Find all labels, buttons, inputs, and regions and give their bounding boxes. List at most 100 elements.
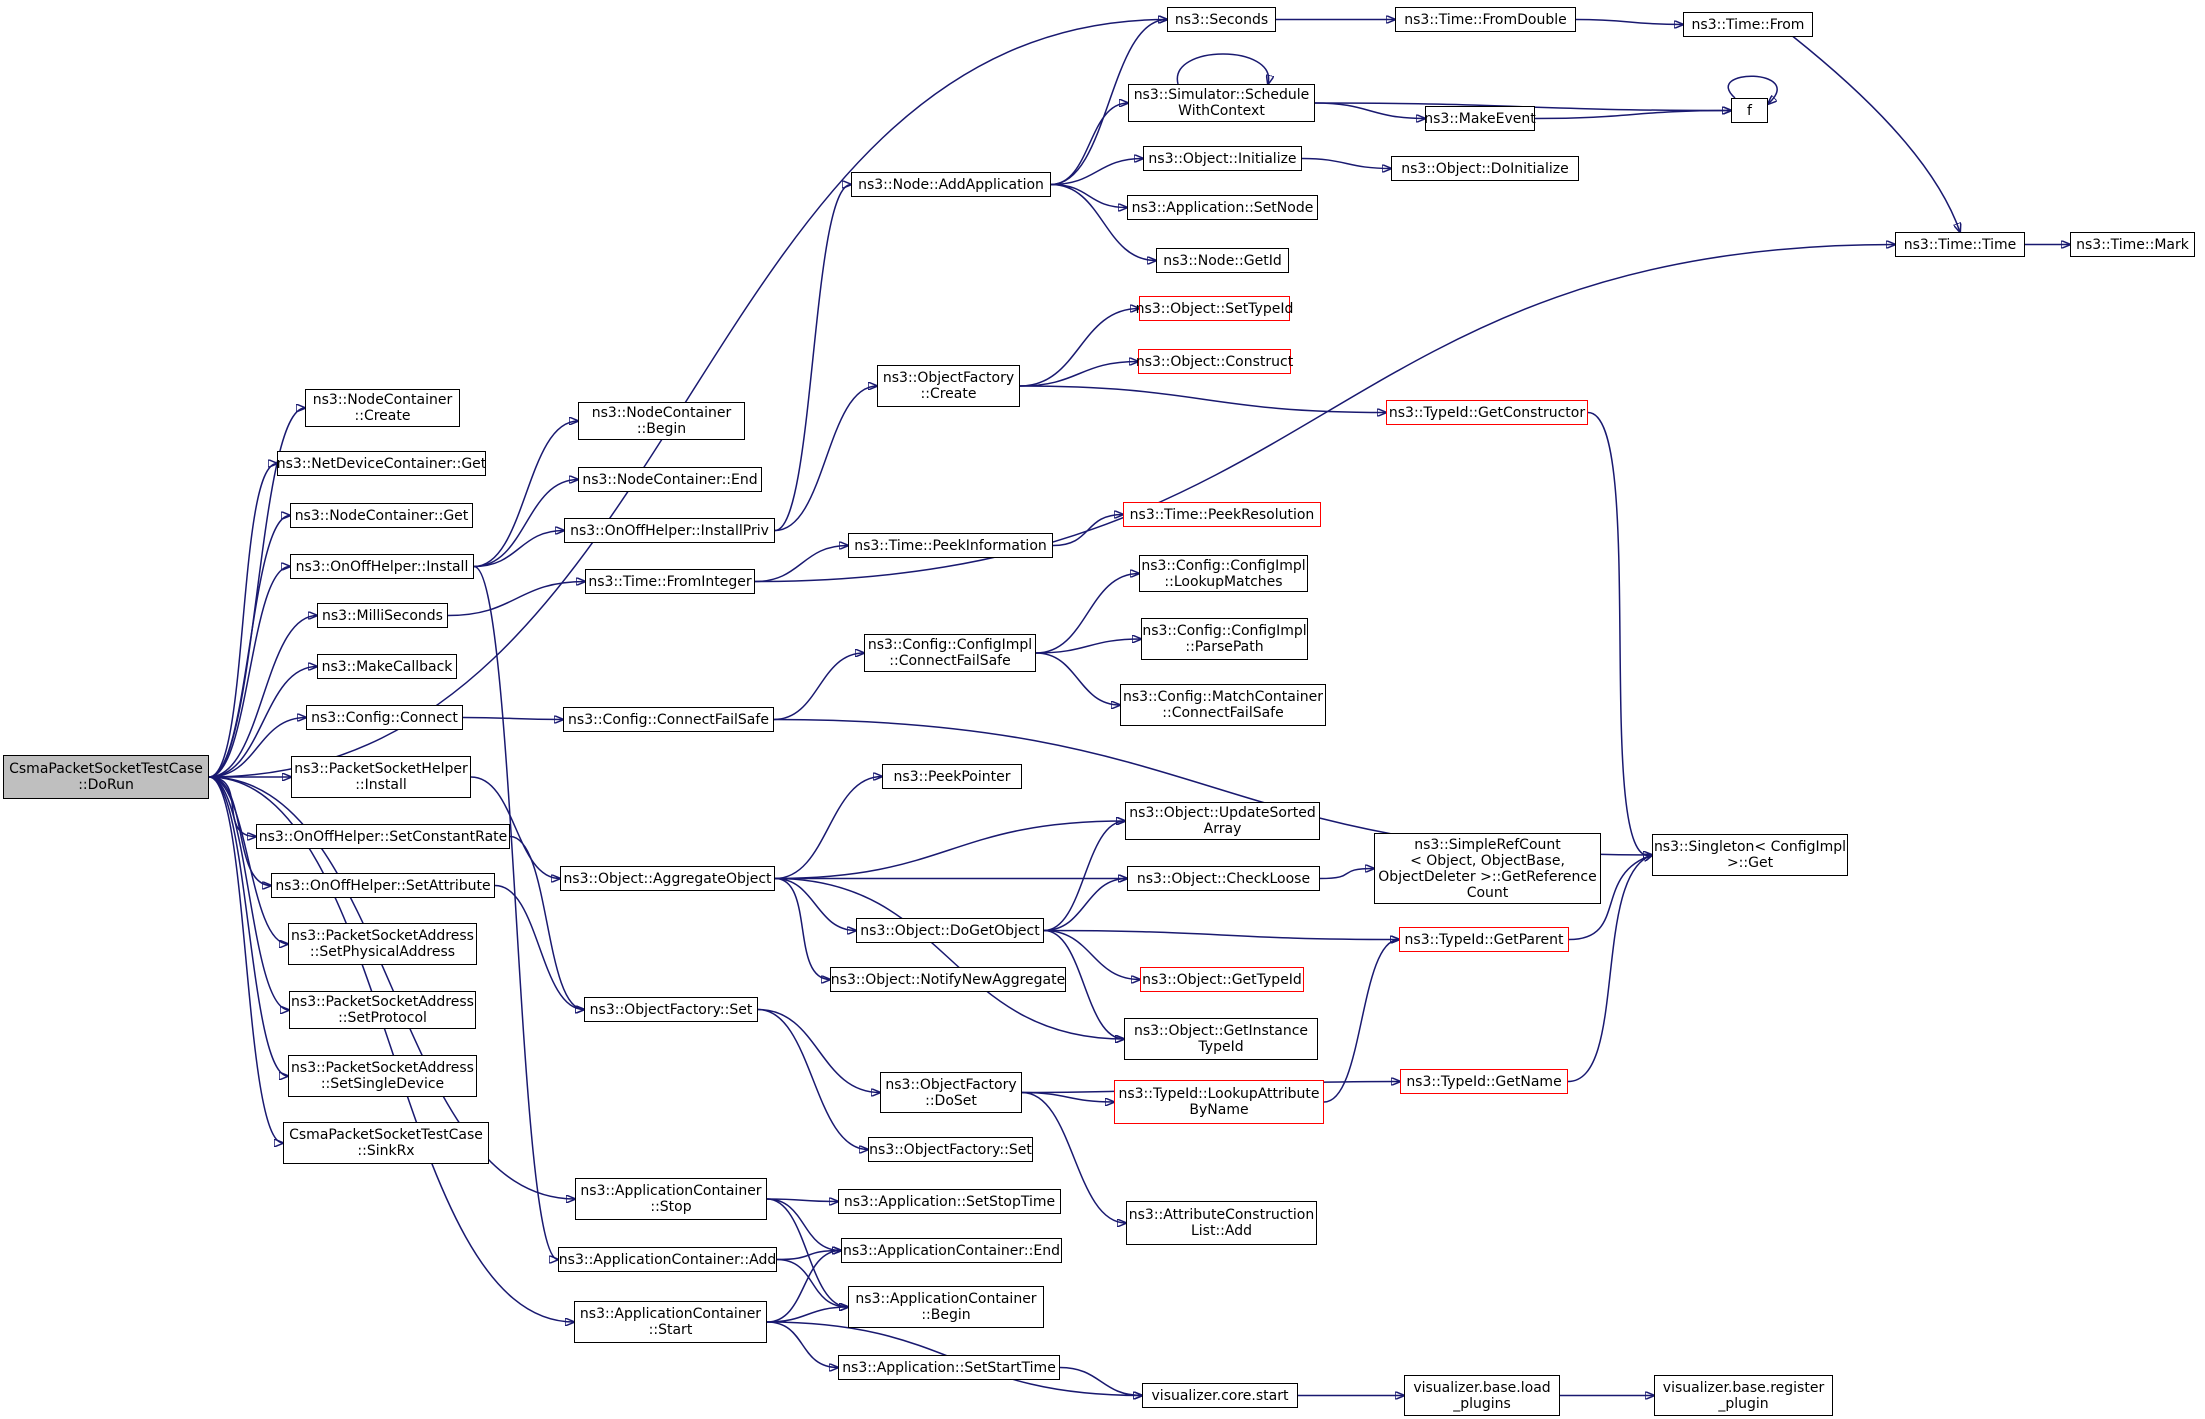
node-objectfactory-doset[interactable]: ns3::ObjectFactory::DoSet [880,1072,1022,1113]
node-milliseconds[interactable]: ns3::MilliSeconds [317,603,448,628]
node-psa-setsingledevice[interactable]: ns3::PacketSocketAddress::SetSingleDevic… [288,1055,477,1097]
node-matchcontainer-connectfailsafe[interactable]: ns3::Config::MatchContainer::ConnectFail… [1120,684,1326,726]
node-appcontainer-start[interactable]: ns3::ApplicationContainer::Start [574,1301,767,1343]
node-configimpl-lookupmatches[interactable]: ns3::Config::ConfigImpl::LookupMatches [1139,555,1308,592]
node-appcontainer-begin[interactable]: ns3::ApplicationContainer::Begin [848,1286,1044,1328]
node-application-setstoptime[interactable]: ns3::Application::SetStopTime [838,1189,1061,1214]
node-object-gettypeid[interactable]: ns3::Object::GetTypeId [1140,967,1304,992]
node-label-line: ns3::Object::UpdateSorted [1129,805,1316,821]
node-nodecontainer-begin[interactable]: ns3::NodeContainer::Begin [578,402,745,440]
node-object-construct[interactable]: ns3::Object::Construct [1136,349,1293,374]
node-application-setstarttime[interactable]: ns3::Application::SetStartTime [838,1355,1060,1380]
node-label-line: ns3::OnOffHelper::Install [295,558,469,575]
node-time-time[interactable]: ns3::Time::Time [1895,232,2025,257]
node-label-line: ::SetProtocol [338,1010,427,1026]
node-simplerefcount-getreferencecount[interactable]: ns3::SimpleRefCount< Object, ObjectBase,… [1374,833,1601,904]
node-label-line: ns3::ApplicationContainer [580,1183,762,1199]
node-label-line: ns3::TypeId::GetName [1406,1073,1562,1090]
node-nodecontainer-create[interactable]: ns3::NodeContainer::Create [305,389,460,427]
node-visualizer-core-start[interactable]: visualizer.core.start [1142,1383,1298,1408]
node-singleton-get[interactable]: ns3::Singleton< ConfigImpl >::Get [1652,834,1848,876]
node-node-add-application[interactable]: ns3::Node::AddApplication [851,172,1051,197]
node-label-line: ns3::Object::CheckLoose [1136,870,1311,887]
edge-configimpl-connectfailsafe-to-matchcontainer-connectfailsafe [1035,652,1120,705]
edge-appcontainer-add-to-appcontainer-begin [776,1258,848,1308]
node-appcontainer-add[interactable]: ns3::ApplicationContainer::Add [558,1247,777,1272]
node-label-line: Array [1203,821,1242,837]
node-time-frominteger[interactable]: ns3::Time::FromInteger [585,569,755,594]
node-object-doinitialize[interactable]: ns3::Object::DoInitialize [1391,156,1579,181]
node-root[interactable]: CsmaPacketSocketTestCase::DoRun [3,755,209,799]
node-objectfactory-set[interactable]: ns3::ObjectFactory::Set [584,997,758,1022]
node-onoff-setconstantrate[interactable]: ns3::OnOffHelper::SetConstantRate [256,824,510,849]
node-visualizer-base-register-plugin[interactable]: visualizer.base.register_plugin [1654,1375,1833,1416]
node-appcontainer-stop[interactable]: ns3::ApplicationContainer::Stop [575,1178,767,1220]
node-label-line: ::ConnectFailSafe [1162,705,1284,721]
node-label-line: ns3::NodeContainer [312,392,453,408]
node-object-initialize[interactable]: ns3::Object::Initialize [1143,146,1302,171]
node-label-line: ns3::Object::NotifyNewAggregate [830,971,1066,988]
node-objectfactory-create[interactable]: ns3::ObjectFactory::Create [877,365,1020,407]
node-sinkrx[interactable]: CsmaPacketSocketTestCase::SinkRx [283,1122,489,1164]
node-configimpl-parsepath[interactable]: ns3::Config::ConfigImpl::ParsePath [1141,618,1308,660]
node-time-mark[interactable]: ns3::Time::Mark [2070,232,2195,257]
node-make-callback[interactable]: ns3::MakeCallback [317,654,457,679]
node-typeid-getconstructor[interactable]: ns3::TypeId::GetConstructor [1386,400,1588,425]
node-time-peekinformation[interactable]: ns3::Time::PeekInformation [848,533,1053,558]
node-configimpl-connectfailsafe[interactable]: ns3::Config::ConfigImpl::ConnectFailSafe [864,634,1036,672]
edge-root-to-psa-setprotocol [208,776,289,1010]
edge-typeid-getparent-to-singleton-get [1568,855,1652,941]
node-netdevicecontainer-get[interactable]: ns3::NetDeviceContainer::Get [277,451,486,476]
node-f[interactable]: f [1731,98,1768,123]
edge-object-aggregateobject-to-object-notifynewaggregate [774,877,830,980]
node-object-settypeid[interactable]: ns3::Object::SetTypeId [1136,296,1293,321]
node-visualizer-base-load-plugins[interactable]: visualizer.base.load_plugins [1404,1375,1560,1416]
node-object-aggregateobject[interactable]: ns3::Object::AggregateObject [560,866,775,891]
node-psa-setphysicaladdress[interactable]: ns3::PacketSocketAddress::SetPhysicalAdd… [288,923,477,965]
node-node-getid[interactable]: ns3::Node::GetId [1156,248,1289,273]
node-label-line: ns3::TypeId::LookupAttribute [1118,1086,1320,1102]
node-onoff-installpriv[interactable]: ns3::OnOffHelper::InstallPriv [564,518,775,543]
node-object-checkloose[interactable]: ns3::Object::CheckLoose [1127,866,1320,891]
node-packetsockethelper-install[interactable]: ns3::PacketSocketHelper::Install [291,756,471,798]
node-onoff-setattribute[interactable]: ns3::OnOffHelper::SetAttribute [271,873,495,898]
edge-object-checkloose-to-simplerefcount-getreferencecount [1319,869,1374,880]
node-appcontainer-end[interactable]: ns3::ApplicationContainer::End [841,1238,1062,1263]
node-time-from[interactable]: ns3::Time::From [1683,12,1813,37]
edge-object-initialize-to-object-doinitialize [1301,157,1391,169]
node-label-line: ByName [1189,1102,1249,1118]
edge-objectfactory-doset-to-attributeconstructionlist-add [1021,1091,1126,1224]
edge-root-to-make-callback [208,667,317,778]
node-onoff-install[interactable]: ns3::OnOffHelper::Install [290,554,474,579]
edge-configimpl-connectfailsafe-to-configimpl-lookupmatches [1035,574,1139,654]
edge-application-setstarttime-to-visualizer-core-start [1059,1366,1142,1396]
node-config-connectfailsafe[interactable]: ns3::Config::ConnectFailSafe [563,707,774,732]
node-psa-setprotocol[interactable]: ns3::PacketSocketAddress::SetProtocol [289,991,476,1029]
node-object-notifynewaggregate[interactable]: ns3::Object::NotifyNewAggregate [830,967,1066,992]
node-label-line: ns3::AttributeConstruction [1128,1207,1315,1223]
node-typeid-getname[interactable]: ns3::TypeId::GetName [1400,1069,1568,1094]
node-peekpointer[interactable]: ns3::PeekPointer [882,764,1022,789]
node-object-dogetobject[interactable]: ns3::Object::DoGetObject [856,918,1044,943]
node-nodecontainer-end[interactable]: ns3::NodeContainer::End [578,467,762,492]
node-label-line: ns3::OnOffHelper::SetConstantRate [258,828,508,845]
edge-onoff-install-to-appcontainer-add [473,565,558,1260]
edge-object-aggregateobject-to-peekpointer [774,777,882,880]
node-label-line: ns3::TypeId::GetParent [1404,931,1564,948]
node-config-connect[interactable]: ns3::Config::Connect [306,705,463,730]
node-time-peekresolution[interactable]: ns3::Time::PeekResolution [1123,502,1321,527]
node-application-setnode[interactable]: ns3::Application::SetNode [1127,195,1318,220]
node-label-line: ::ParsePath [1185,639,1264,655]
node-typeid-getparent[interactable]: ns3::TypeId::GetParent [1399,927,1569,952]
node-objectfactory-set2[interactable]: ns3::ObjectFactory::Set [868,1137,1033,1162]
node-nodecontainer-get[interactable]: ns3::NodeContainer::Get [290,503,473,528]
edge-objectfactory-create-to-object-settypeid [1019,309,1139,387]
node-seconds[interactable]: ns3::Seconds [1167,7,1276,32]
node-time-fromdouble[interactable]: ns3::Time::FromDouble [1395,7,1576,32]
node-make-event[interactable]: ns3::MakeEvent [1424,106,1536,131]
